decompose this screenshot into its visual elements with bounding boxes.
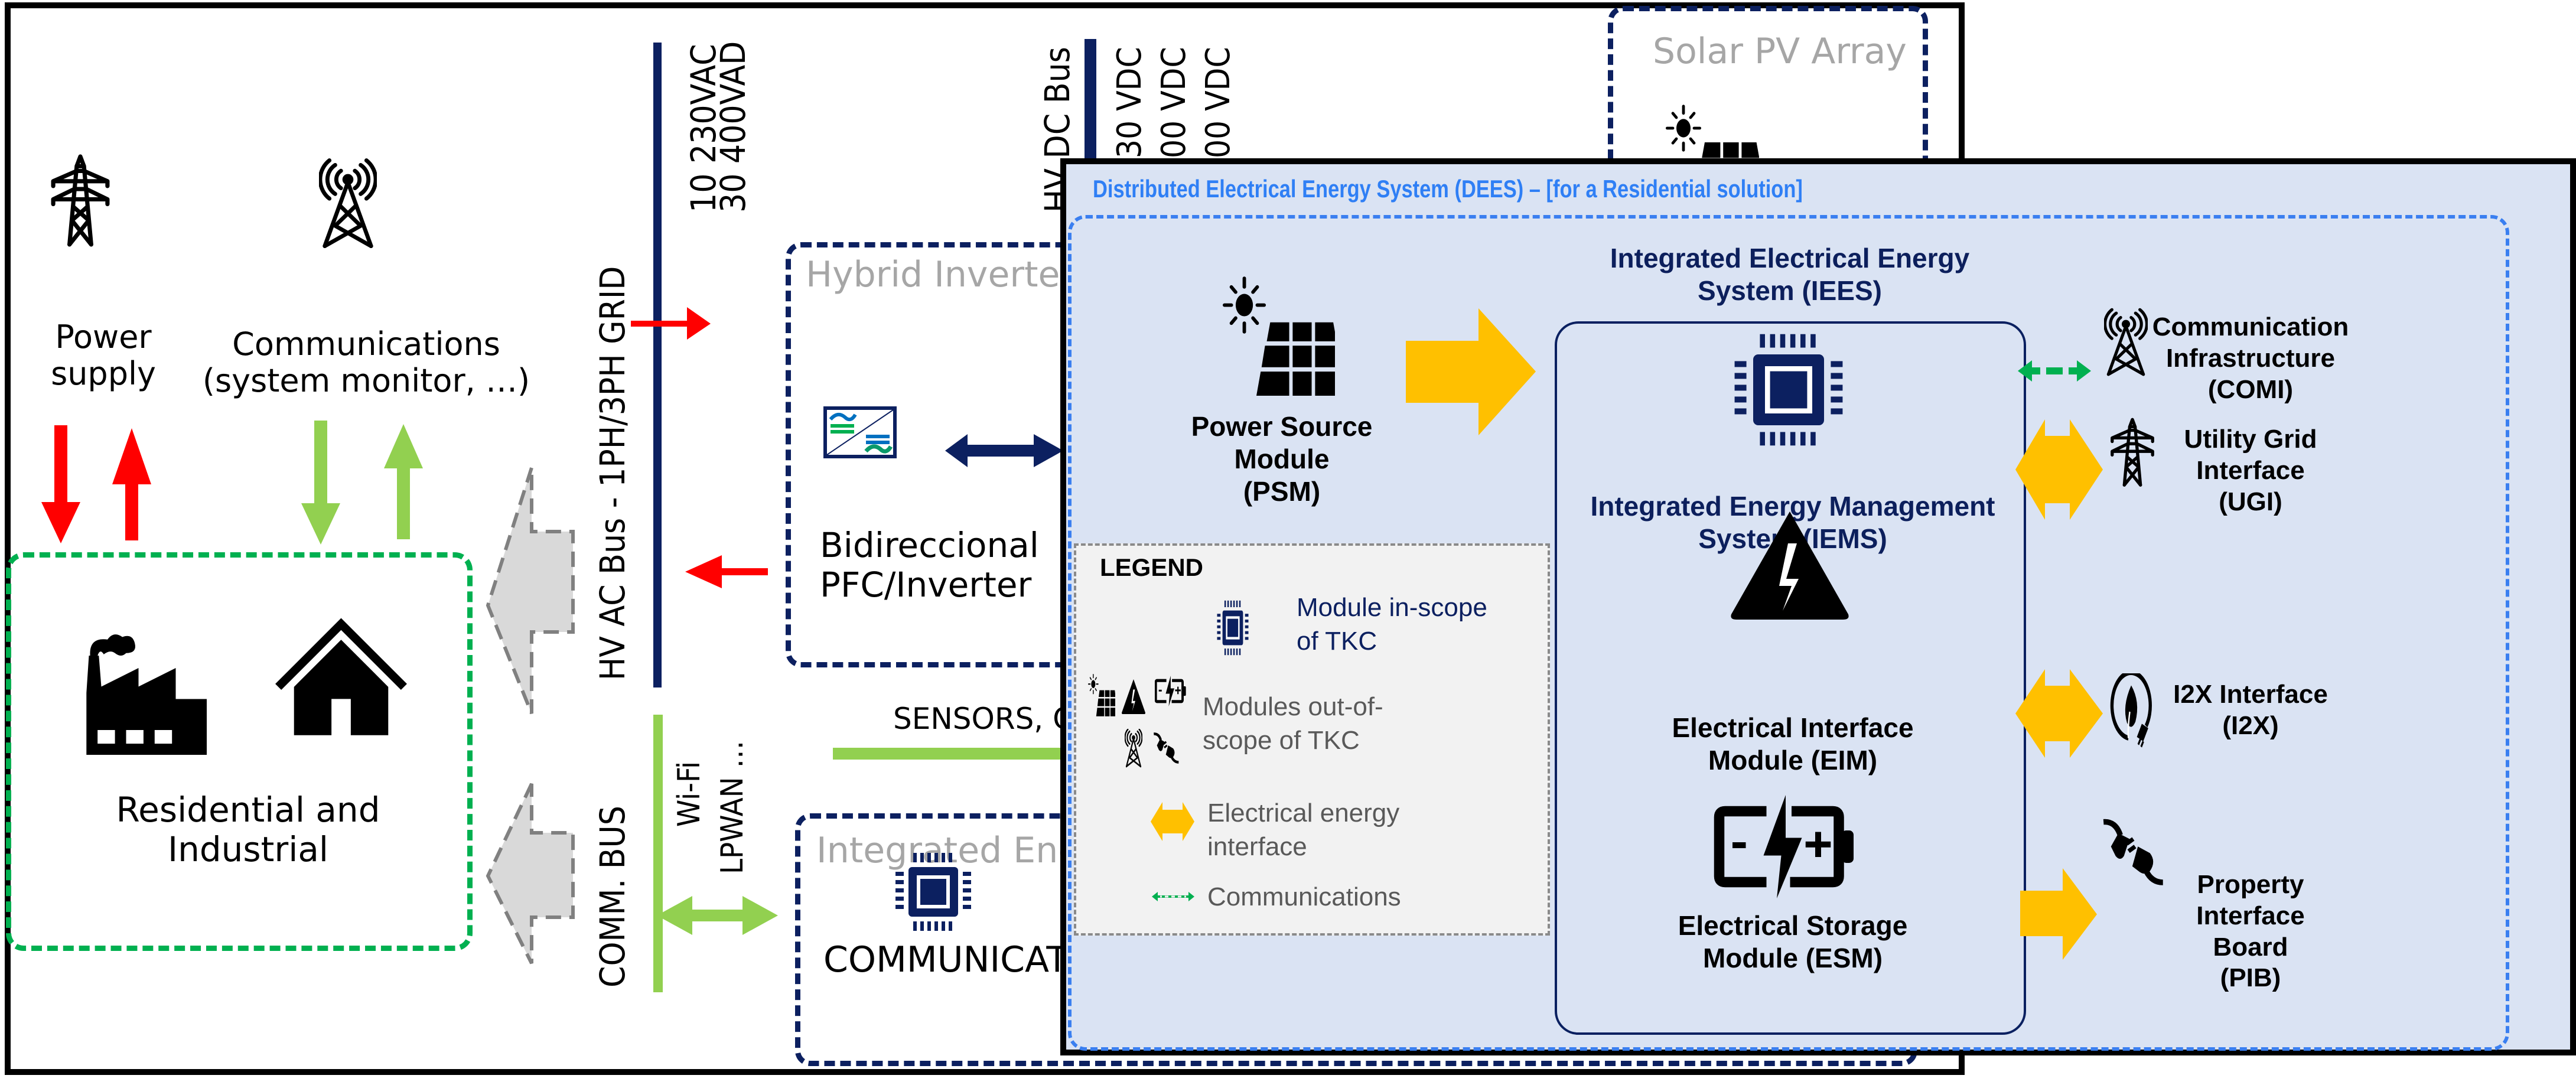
eco-plug-icon bbox=[2106, 673, 2156, 750]
house-icon bbox=[275, 614, 408, 735]
psm-label: Power Source Module (PSM) bbox=[1191, 411, 1373, 507]
power-tower-icon bbox=[2110, 412, 2155, 495]
legend-comms-label: Communications bbox=[1207, 882, 1401, 911]
comm-bus-line bbox=[653, 715, 663, 992]
pib-energy-arrow bbox=[2020, 868, 2097, 960]
communication-label: COMMUNICATI bbox=[823, 939, 1079, 980]
ac-bus-block-arrow bbox=[486, 467, 575, 715]
pib-label: Property Interface Board (PIB) bbox=[2196, 870, 2305, 993]
power-tower-icon bbox=[50, 154, 110, 251]
dc-bus-voltage-3: 00 VDC bbox=[1199, 47, 1237, 158]
iees-title: Integrated Electrical Energy System (IEE… bbox=[1610, 243, 1970, 307]
legend-solar-icon bbox=[1088, 673, 1115, 719]
ac-dc-converter-icon bbox=[823, 406, 897, 458]
antenna-tower-icon bbox=[319, 158, 377, 253]
antenna-tower-icon bbox=[2104, 306, 2148, 382]
dees-title: Distributed Electrical Energy System (DE… bbox=[1093, 175, 1803, 203]
ugi-energy-arrow bbox=[2015, 419, 2103, 520]
legend-plug-icon bbox=[1153, 731, 1180, 767]
communications-label: Communications (system monitor, …) bbox=[202, 325, 530, 400]
inverter-bidirectional-arrow bbox=[945, 434, 1063, 467]
comi-comms-arrow bbox=[2018, 360, 2091, 382]
comm-protocol-lpwan: LPWAN … bbox=[715, 740, 750, 874]
comm-bidirectional-arrow bbox=[657, 896, 778, 935]
comms-up-arrow bbox=[384, 424, 423, 539]
dc-bus-voltage-2: 00 VDC bbox=[1155, 47, 1193, 158]
ac-bus-label: HV AC Bus - 1PH/3PH GRID bbox=[592, 266, 633, 680]
legend-energy-arrow bbox=[1151, 802, 1194, 841]
inverter-label: Bidireccional PFC/Inverter bbox=[820, 525, 1039, 605]
sensors-line bbox=[833, 748, 1069, 760]
chip-icon bbox=[1718, 331, 1859, 449]
dees-inner-boundary bbox=[1068, 215, 2509, 1051]
high-voltage-icon bbox=[1728, 508, 1852, 623]
iees-box bbox=[1555, 321, 2026, 1035]
sensors-label: SENSORS, C bbox=[893, 702, 1074, 736]
legend-antenna-icon bbox=[1125, 729, 1142, 769]
legend-out-of-scope-label: Modules out-of- scope of TKC bbox=[1203, 692, 1383, 755]
power-down-arrow bbox=[41, 425, 80, 543]
comi-label: Communication Infrastructure (COMI) bbox=[2152, 312, 2349, 404]
dc-bus-line bbox=[1085, 39, 1096, 163]
chip-icon bbox=[892, 851, 975, 933]
legend-in-scope-label: Module in-scope of TKC bbox=[1297, 593, 1487, 656]
power-supply-label: Power supply bbox=[51, 318, 156, 393]
legend-battery-icon bbox=[1155, 676, 1188, 706]
inverter-to-ac-arrow bbox=[685, 555, 768, 588]
comm-bus-block-arrow bbox=[486, 783, 575, 965]
legend-box bbox=[1074, 543, 1550, 936]
eim-label: Electrical Interface Module (EIM) bbox=[1672, 712, 1914, 776]
legend-title: LEGEND bbox=[1100, 553, 1204, 581]
solar-array-title: Solar PV Array bbox=[1653, 31, 1907, 72]
comm-protocol-wifi: Wi-Fi bbox=[672, 761, 707, 827]
hybrid-inverter-title: Hybrid Inverter bbox=[806, 254, 1075, 295]
ac-to-inverter-arrow bbox=[631, 131, 684, 149]
legend-high-voltage-icon bbox=[1121, 678, 1146, 715]
residential-industrial-label: Residential and Industrial bbox=[116, 790, 380, 869]
i2x-label: I2X Interface (I2X) bbox=[2173, 680, 2328, 740]
factory-icon bbox=[83, 631, 207, 755]
legend-chip-icon bbox=[1216, 599, 1250, 657]
esm-label: Electrical Storage Module (ESM) bbox=[1678, 910, 1908, 974]
psm-energy-arrow bbox=[1406, 308, 1536, 435]
comm-bus-label: COMM. BUS bbox=[592, 806, 633, 988]
ac-bus-voltage-2: 30 400VAD bbox=[713, 41, 753, 213]
ac-bus-line bbox=[653, 43, 662, 688]
residential-industrial-box bbox=[6, 552, 473, 951]
i2x-energy-arrow bbox=[2015, 669, 2103, 758]
legend-comms-arrow bbox=[1152, 892, 1194, 901]
ac-to-inverter-arrow-shape bbox=[631, 307, 711, 340]
comms-down-arrow bbox=[301, 421, 340, 545]
ugi-label: Utility Grid Interface (UGI) bbox=[2184, 425, 2317, 516]
power-up-arrow bbox=[112, 428, 151, 540]
battery-charging-icon bbox=[1694, 795, 1883, 898]
integrated-energy-title: Integrated Ene bbox=[816, 830, 1080, 871]
solar-panel-icon bbox=[1223, 275, 1335, 405]
dc-bus-voltage-1: 30 VDC bbox=[1110, 47, 1149, 158]
legend-energy-label: Electrical energy interface bbox=[1207, 799, 1400, 862]
